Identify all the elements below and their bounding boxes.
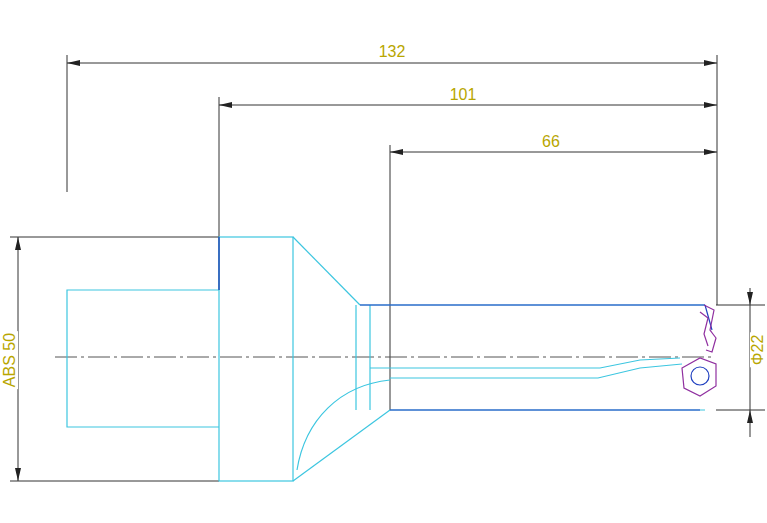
dimension-text: ABS 50: [2, 331, 18, 389]
dimension-arrows: [15, 60, 753, 481]
insert-screw: [691, 367, 709, 385]
tool-outline: [67, 237, 705, 481]
tool-edges: [219, 237, 712, 410]
dimension-text: 66: [542, 134, 560, 150]
dimension-lines: [10, 55, 765, 481]
dimension-text: Φ22: [750, 333, 766, 368]
center-line: [55, 357, 715, 358]
dimension-text: 132: [379, 44, 406, 60]
insert-symbol: [682, 305, 716, 396]
dimension-text: 101: [450, 87, 477, 103]
